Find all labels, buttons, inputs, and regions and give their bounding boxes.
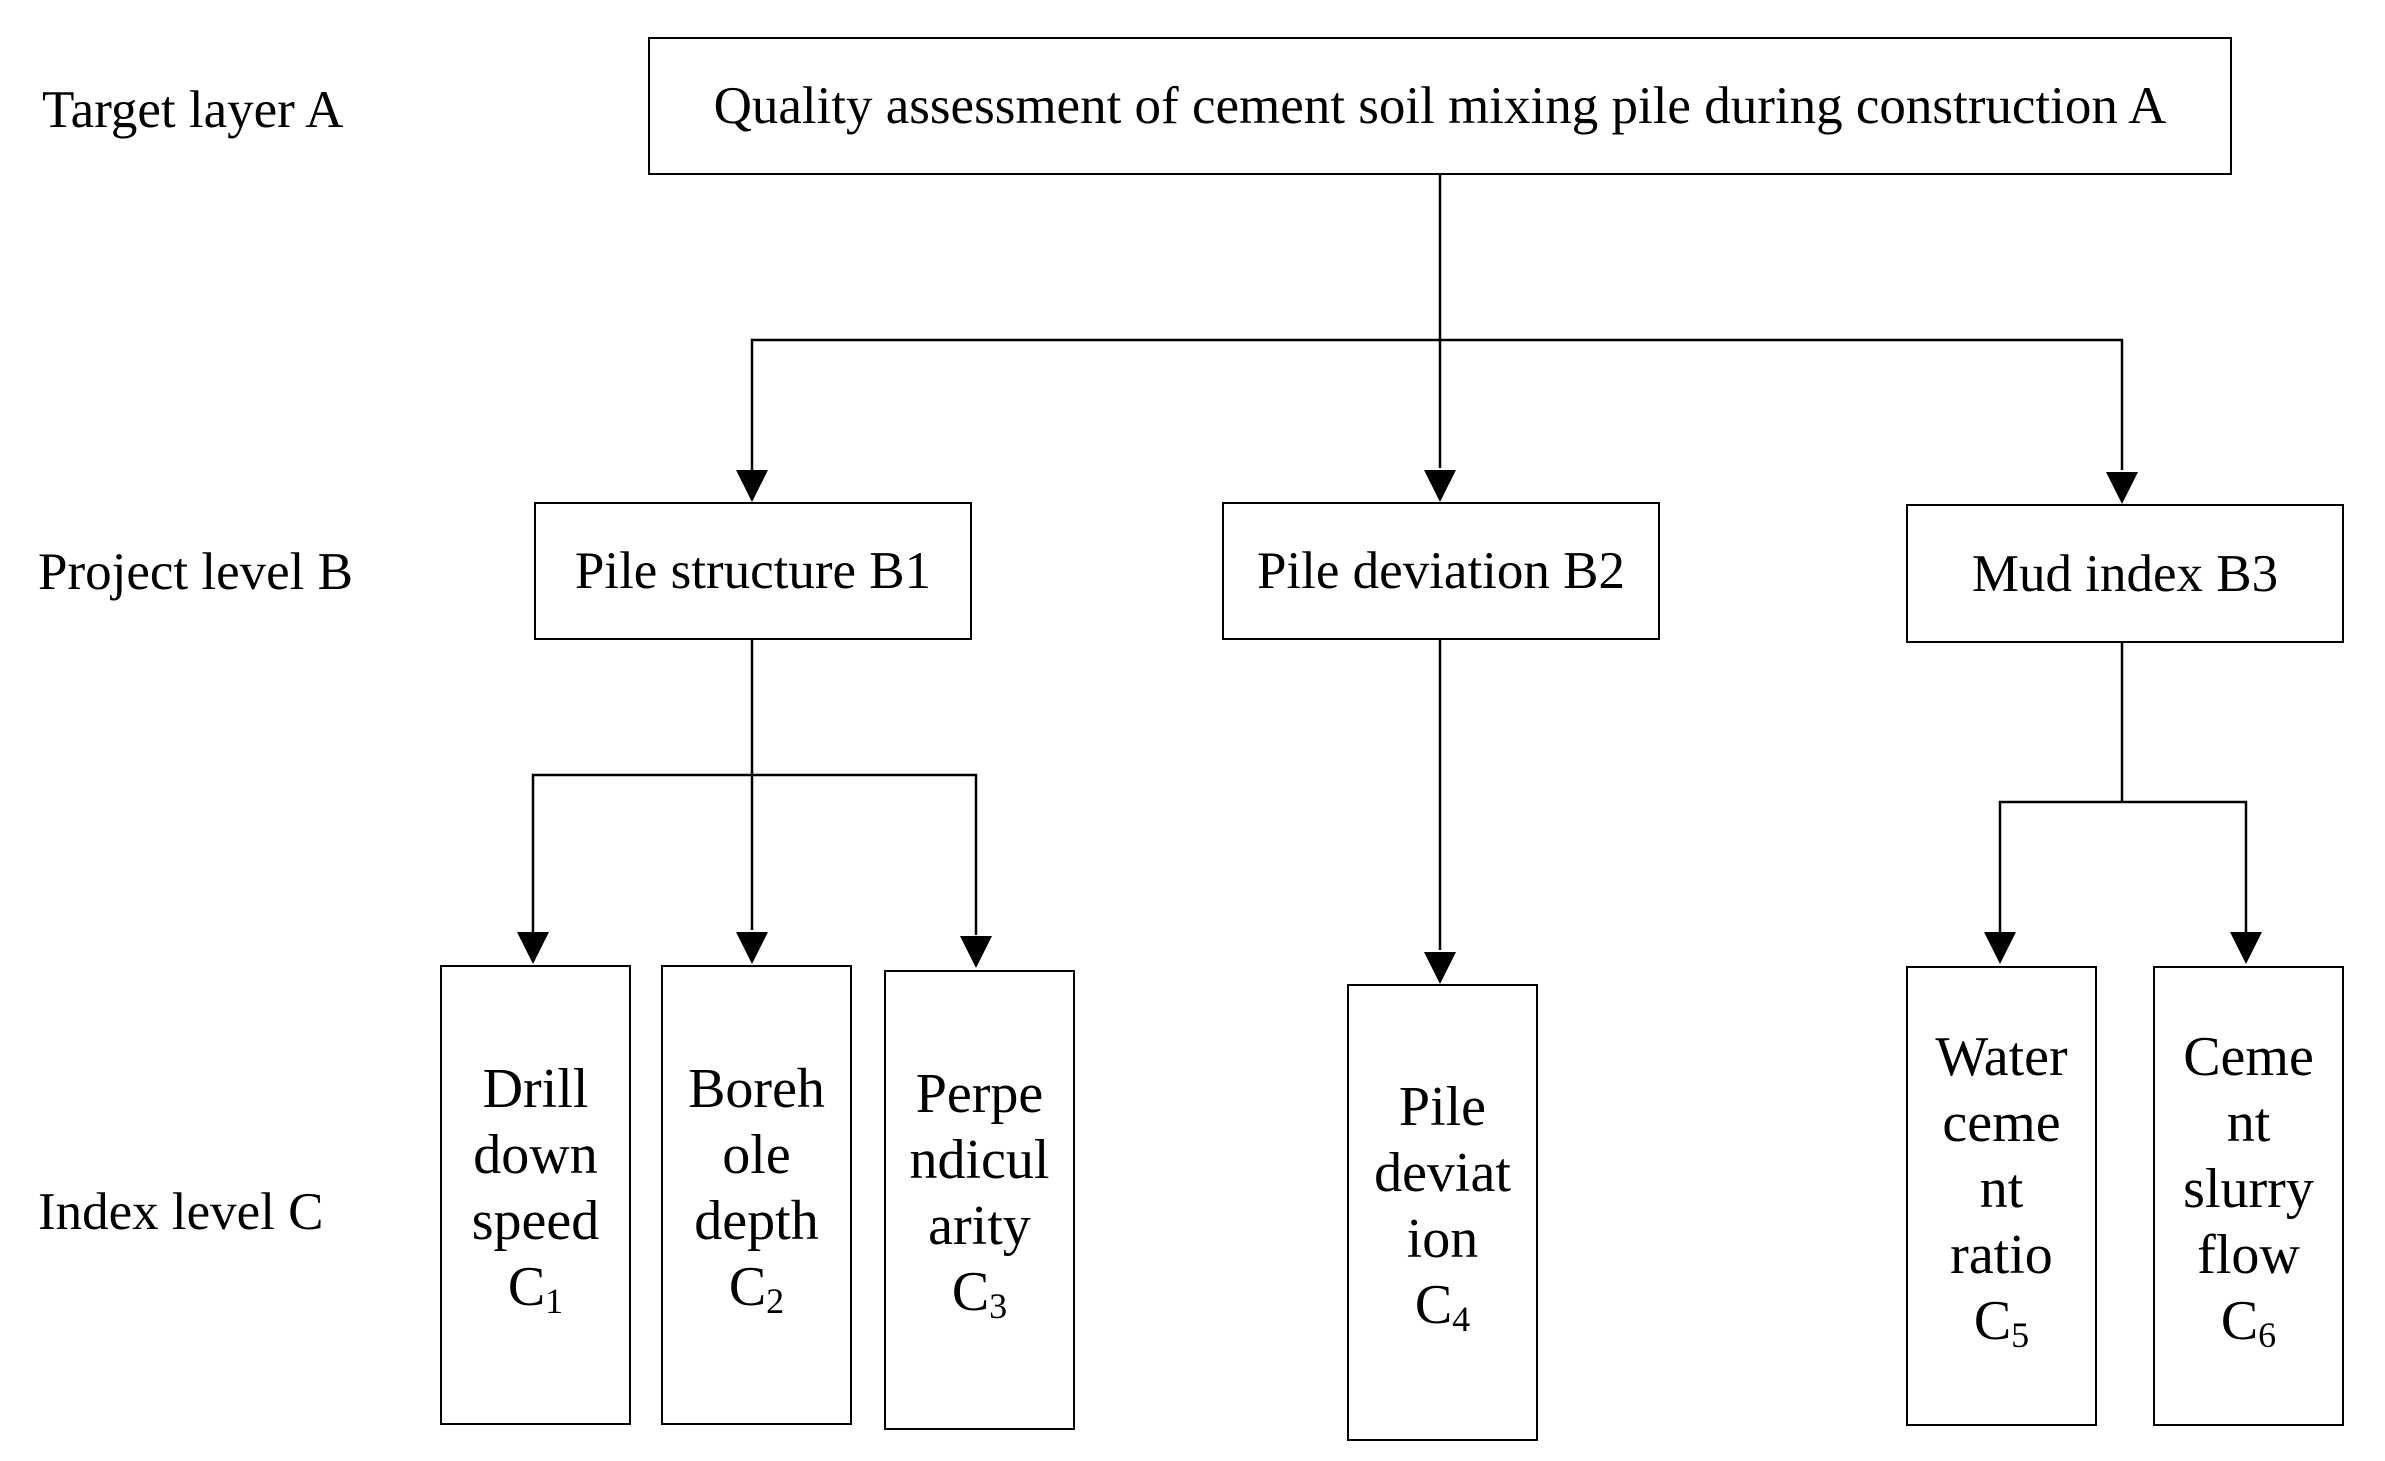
index-node-c3-symbol: C3 (951, 1261, 1008, 1326)
index-node-c5-line: ceme (1942, 1092, 2061, 1154)
arrowhead-c4 (1424, 952, 1456, 984)
index-node-c3-line: ndicul (909, 1129, 1050, 1191)
index-node-c1-symbol: C1 (507, 1256, 564, 1321)
connector-b3-bus (1998, 800, 2248, 935)
level-label-index: Index level C (38, 1183, 324, 1241)
criterion-node-b1: Pile structure B1 (534, 502, 972, 640)
index-node-c5-symbol: C5 (1973, 1290, 2030, 1355)
index-node-c5-line: Water (1935, 1026, 2068, 1088)
index-node-c1-line: down (473, 1124, 598, 1186)
index-node-c6-symbol: C6 (2220, 1290, 2277, 1355)
arrowhead-c6 (2230, 932, 2262, 964)
index-node-c4-symbol: C4 (1414, 1273, 1471, 1339)
level-label-project: Project level B (38, 543, 353, 601)
arrowhead-c1 (517, 932, 549, 964)
index-node-c3-line: arity (928, 1195, 1031, 1257)
arrowhead-c5 (1984, 932, 2016, 964)
index-node-c1-line: speed (471, 1190, 600, 1252)
index-node-c5: Water ceme nt ratio C5 (1906, 966, 2097, 1426)
connector-a-bus (750, 338, 2124, 500)
index-node-c2-line: ole (722, 1124, 791, 1186)
index-node-c6-line: nt (2226, 1092, 2271, 1154)
index-node-c4-line: deviat (1374, 1141, 1511, 1204)
index-node-c6-line: flow (2197, 1224, 2300, 1286)
connector-b1-bus (531, 773, 978, 935)
index-node-c2-symbol: C2 (728, 1256, 785, 1321)
index-node-c3-line: Perpe (915, 1063, 1044, 1125)
criterion-node-b3: Mud index B3 (1906, 504, 2344, 643)
index-node-c6-line: slurry (2183, 1158, 2314, 1220)
index-node-c3: Perpe ndicul arity C3 (884, 970, 1075, 1430)
index-node-c2-line: depth (694, 1190, 819, 1252)
level-label-target: Target layer A (42, 81, 344, 139)
index-node-c1: Drill down speed C1 (440, 965, 631, 1425)
index-node-c2-line: Boreh (688, 1058, 825, 1120)
criterion-node-b3-label: Mud index B3 (1971, 544, 2279, 603)
index-node-c4-line: Pile (1398, 1075, 1487, 1138)
index-node-c2: Boreh ole depth C2 (661, 965, 852, 1425)
arrowhead-c3 (960, 936, 992, 968)
arrowhead-c2 (736, 932, 768, 964)
target-node: Quality assessment of cement soil mixing… (648, 37, 2232, 175)
index-node-c4-line: ion (1406, 1207, 1479, 1270)
arrowhead-b2 (1424, 470, 1456, 502)
target-node-label: Quality assessment of cement soil mixing… (713, 77, 2167, 135)
criterion-node-b1-label: Pile structure B1 (574, 542, 932, 600)
index-node-c4: Pile deviat ion C4 (1347, 984, 1538, 1441)
index-node-c1-line: Drill (482, 1058, 589, 1120)
arrowhead-b3 (2106, 472, 2138, 504)
index-node-c6: Ceme nt slurry flow C6 (2153, 966, 2344, 1426)
criterion-node-b2: Pile deviation B2 (1222, 502, 1660, 640)
arrowhead-b1 (736, 470, 768, 502)
index-node-c5-line: ratio (1950, 1224, 2053, 1286)
index-node-c6-line: Ceme (2183, 1026, 2314, 1088)
criterion-node-b2-label: Pile deviation B2 (1256, 542, 1626, 600)
index-node-c5-line: nt (1979, 1158, 2024, 1220)
